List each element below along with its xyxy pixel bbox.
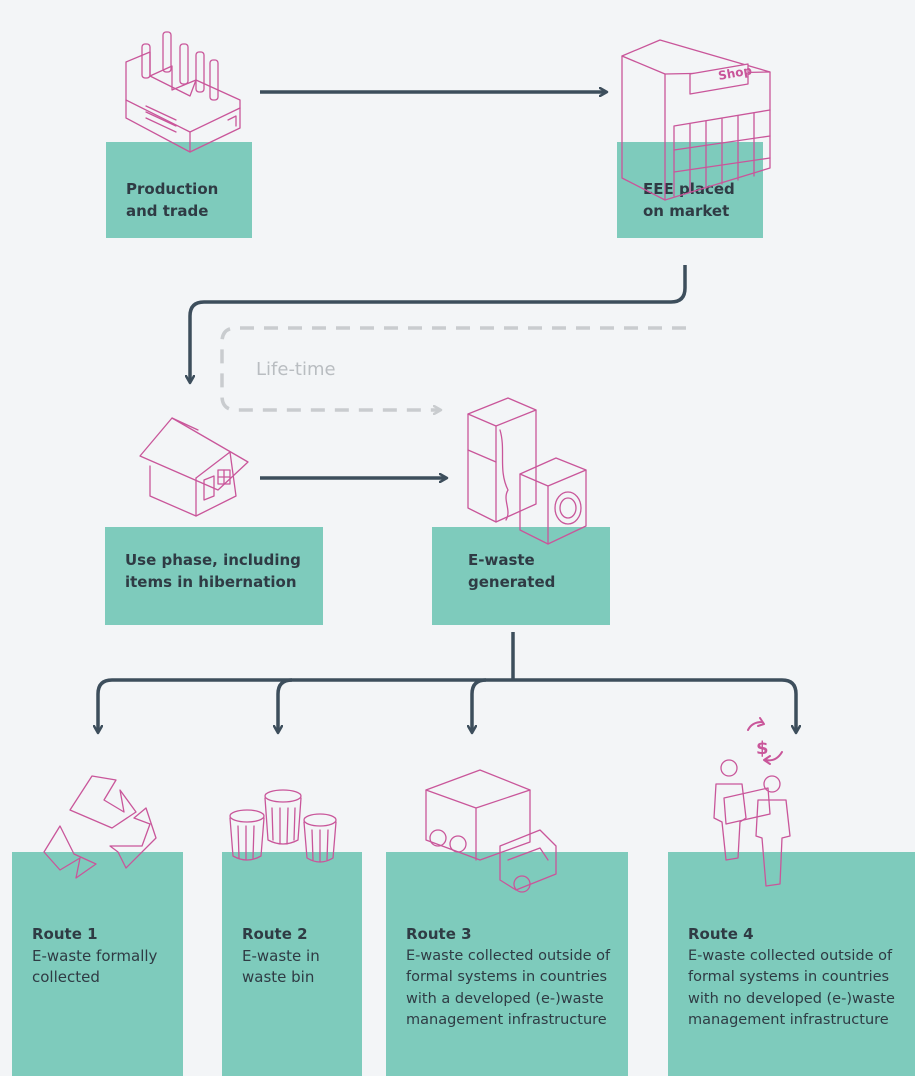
use-phase-box: Use phase, including items in hibernatio… (105, 527, 323, 625)
arrow-to-route-1 (98, 678, 113, 732)
route-2-box: Route 2 E-waste in waste bin (222, 852, 362, 1076)
route-1-title: Route 1 (32, 925, 98, 943)
arrow-to-route-2 (278, 678, 293, 732)
route-3-title: Route 3 (406, 925, 472, 943)
generated-label: E-waste generated (468, 551, 556, 591)
market-label: EEE placed on market (643, 180, 735, 220)
arrow-to-routes (112, 632, 782, 682)
use-phase-label: Use phase, including items in hibernatio… (125, 551, 301, 591)
lifetime-label: Life-time (256, 359, 336, 380)
route-1-description: E-waste formally collected (32, 946, 158, 987)
market-box: EEE placed on market (617, 142, 763, 238)
route-4-box: Route 4 E-waste collected outside of for… (668, 852, 915, 1076)
route-2-description: E-waste in waste bin (242, 946, 320, 987)
arrow-to-route-4 (781, 678, 796, 732)
arrow-to-route-3 (472, 678, 487, 732)
route-1-box: Route 1 E-waste formally collected (12, 852, 183, 1076)
generated-box: E-waste generated (432, 527, 610, 625)
route-4-description: E-waste collected outside of formal syst… (688, 947, 895, 1029)
route-4-title: Route 4 (688, 925, 754, 943)
arrow-market-to-use (190, 265, 687, 382)
production-label: Production and trade (126, 180, 219, 220)
route-3-box: Route 3 E-waste collected outside of for… (386, 852, 628, 1076)
production-box: Production and trade (106, 142, 252, 238)
route-3-description: E-waste collected outside of formal syst… (406, 947, 611, 1029)
route-2-title: Route 2 (242, 925, 308, 943)
